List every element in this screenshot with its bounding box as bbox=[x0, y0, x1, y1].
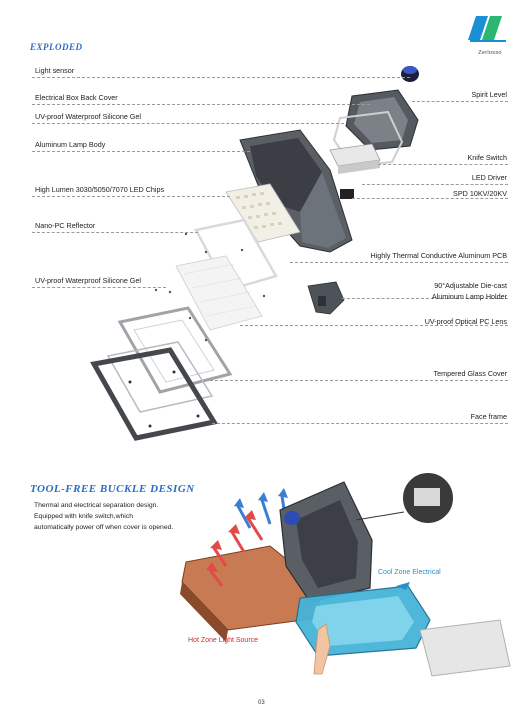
toolfree-description: Thermal and electrical separation design… bbox=[34, 500, 173, 533]
hot-zone-label: Hot Zone Light Source bbox=[188, 637, 259, 644]
logo-mark-icon bbox=[468, 16, 506, 42]
face-frame-part bbox=[90, 347, 218, 441]
lamp-body-part bbox=[239, 129, 353, 253]
label-lamp-holder-1: 90°Adjustable Die-cast bbox=[434, 281, 507, 290]
hot-zone-body bbox=[180, 545, 321, 642]
pcb-grid-part bbox=[175, 255, 263, 331]
label-glass-cover: Tempered Glass Cover bbox=[433, 369, 508, 378]
label-silicone-gel-2: UV-proof Waterproof Silicone Gel bbox=[35, 276, 141, 285]
desc-line-2: Equipped with knife switch,which bbox=[34, 513, 133, 520]
buckle-design-illustration bbox=[180, 471, 511, 677]
desc-line-3: automatically power off when cover is op… bbox=[34, 524, 174, 531]
label-lamp-body: Aluminum Lamp Body bbox=[35, 140, 106, 149]
exploded-title: EXPLODED bbox=[30, 42, 83, 52]
page-number: 03 bbox=[258, 700, 265, 706]
spd-part bbox=[340, 189, 354, 199]
heat-arrows-icon bbox=[206, 510, 256, 572]
label-knife-switch: Knife Switch bbox=[467, 153, 507, 162]
label-back-cover: Electrical Box Back Cover bbox=[35, 93, 118, 102]
label-spd: SPD 10KV/20KV bbox=[453, 189, 507, 198]
toolfree-title: TOOL-FREE BUCKLE DESIGN bbox=[30, 483, 195, 495]
pc-lens-part bbox=[117, 306, 233, 394]
label-light-sensor: Light sensor bbox=[35, 66, 75, 75]
mounting-pole bbox=[419, 619, 511, 677]
desc-line-1: Thermal and electrical separation design… bbox=[34, 502, 159, 509]
exploded-view-illustration bbox=[90, 66, 419, 441]
lamp-holder-part bbox=[307, 281, 345, 315]
light-sensor-part bbox=[401, 66, 419, 82]
led-driver-part bbox=[329, 143, 381, 174]
label-spirit-level: Spirit Level bbox=[471, 90, 507, 99]
label-face-frame: Face frame bbox=[470, 412, 507, 421]
label-led-chips: High Lumen 3030/5050/7070 LED Chips bbox=[35, 185, 165, 194]
label-reflector: Nano-PC Reflector bbox=[35, 221, 96, 230]
label-led-driver: LED Driver bbox=[471, 173, 507, 182]
brand-name: Zerlosso bbox=[478, 50, 502, 56]
back-cover-part bbox=[345, 89, 419, 151]
cool-zone-box bbox=[295, 585, 431, 657]
label-pc-lens: UV-proof Optical PC Lens bbox=[424, 317, 507, 326]
brand-logo: Zerlosso bbox=[466, 14, 514, 56]
glass-cover-part bbox=[106, 341, 214, 413]
hand-icon bbox=[313, 623, 331, 675]
label-lamp-holder-2: Aluminum Lamp Holder bbox=[431, 292, 507, 301]
opened-cover bbox=[279, 481, 373, 603]
label-silicone-gel-1: UV-proof Waterproof Silicone Gel bbox=[35, 112, 141, 121]
cool-zone-label: Cool Zone Electrical bbox=[378, 569, 441, 576]
label-aluminum-pcb: Highly Thermal Conductive Aluminum PCB bbox=[370, 251, 507, 260]
